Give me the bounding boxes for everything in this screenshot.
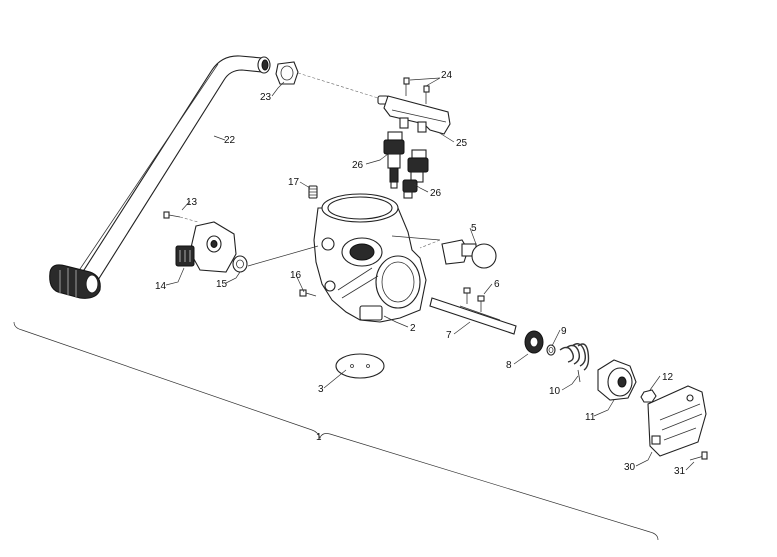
- callout-15: 15: [216, 279, 228, 290]
- callout-22: 22: [224, 135, 236, 146]
- part-9-washer: [546, 344, 556, 356]
- callout-13: 13: [186, 197, 198, 208]
- callout-5: 5: [471, 223, 477, 234]
- part-12-nut: [640, 389, 657, 403]
- callout-1: 1: [316, 432, 322, 443]
- callout-14: 14: [155, 281, 167, 292]
- part-6-screws: [463, 287, 485, 312]
- callout-8: 8: [506, 360, 512, 371]
- callout-2: 2: [410, 323, 416, 334]
- callout-24: 24: [441, 70, 453, 81]
- callout-6: 6: [494, 279, 500, 290]
- callout-3: 3: [318, 384, 324, 395]
- part-16-screw: [299, 289, 317, 297]
- callout-25: 25: [456, 138, 468, 149]
- callout-31: 31: [674, 466, 686, 477]
- callout-12: 12: [662, 372, 674, 383]
- part-26-injector-b: [402, 149, 429, 199]
- callout-10: 10: [549, 386, 561, 397]
- part-15-bushing: [232, 245, 319, 273]
- part-2-throttle-body: [313, 193, 441, 323]
- part-25-fuel-rail: [377, 95, 451, 135]
- callout-11: 11: [585, 412, 596, 423]
- callout-labels: 1 2 3 5 6 7 8 9 10 11 12 13 14 15 16 17 …: [155, 70, 686, 477]
- callout-26-b: 26: [430, 188, 442, 199]
- part-13-screw: [163, 211, 199, 223]
- part-23-clamp: [275, 61, 379, 99]
- part-3-throttle-plate: [335, 353, 385, 379]
- part-8-bearing: [524, 330, 544, 354]
- callout-30: 30: [624, 462, 636, 473]
- part-24-screws: [403, 77, 430, 104]
- callout-26-a: 26: [352, 160, 364, 171]
- part-5-idle-valve: [419, 239, 497, 269]
- part-22-hose: [49, 55, 271, 299]
- part-10-return-spring: [559, 343, 590, 383]
- part-26-injector-a: [383, 131, 405, 189]
- callout-23: 23: [260, 92, 272, 103]
- callout-17: 17: [288, 177, 300, 188]
- assembly-bracket-1: [13, 321, 659, 541]
- callout-9: 9: [561, 326, 567, 337]
- part-11-throttle-pulley: [597, 359, 637, 401]
- part-30-cover: [647, 385, 707, 457]
- part-7-throttle-shaft: [429, 297, 517, 335]
- part-17-adjust-screw: [308, 185, 318, 199]
- part-14-throttle-position-sensor: [175, 221, 237, 273]
- callout-16: 16: [290, 270, 302, 281]
- part-31-screw: [689, 451, 708, 461]
- leader-lines: [165, 77, 695, 471]
- callout-7: 7: [446, 330, 452, 341]
